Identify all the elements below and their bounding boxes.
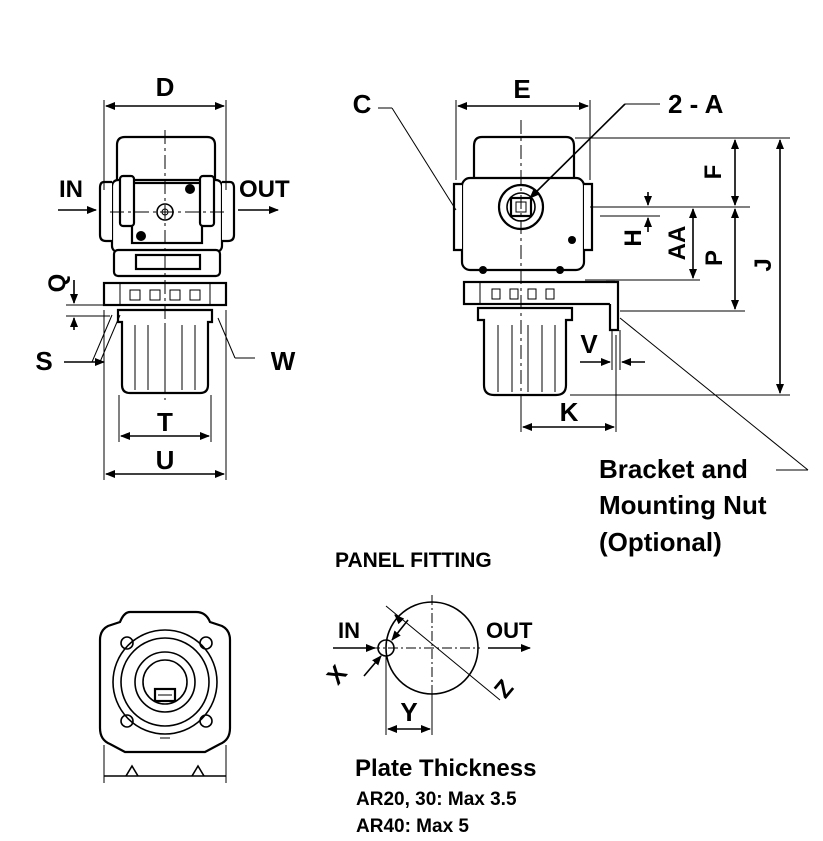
- flow-labels: IN OUT IN OUT: [59, 176, 533, 643]
- label-C: C: [353, 89, 372, 119]
- plate-thickness-title: Plate Thickness: [355, 755, 536, 782]
- label-T: T: [157, 407, 173, 437]
- panel-fitting-view: [333, 595, 531, 735]
- plate-thickness-line-1: AR20, 30: Max 3.5: [356, 789, 517, 810]
- label-F: F: [700, 165, 727, 180]
- label-2-A: 2 - A: [668, 89, 724, 119]
- callout-line-3: (Optional): [599, 527, 722, 557]
- label-J: J: [750, 258, 777, 271]
- bottom-view: [98, 610, 232, 783]
- label-Y: Y: [400, 697, 417, 727]
- label-P: P: [701, 250, 728, 266]
- label-H: H: [620, 229, 647, 246]
- callout-line-2: Mounting Nut: [599, 490, 767, 520]
- label-K: K: [560, 397, 579, 427]
- label-V: V: [580, 329, 598, 359]
- label-Q: Q: [44, 274, 71, 293]
- out-label-front: OUT: [239, 176, 290, 203]
- in-label-front: IN: [59, 176, 83, 203]
- label-S: S: [35, 346, 52, 376]
- in-label-panel: IN: [338, 618, 360, 643]
- bracket-callout: Bracket and Mounting Nut (Optional): [599, 454, 767, 557]
- label-W: W: [271, 346, 296, 376]
- label-U: U: [156, 445, 175, 475]
- panel-fitting-text: PANEL FITTING Plate Thickness AR20, 30: …: [335, 549, 536, 837]
- out-label-panel: OUT: [486, 618, 533, 643]
- label-AA: AA: [664, 226, 691, 261]
- plate-thickness-line-2: AR40: Max 5: [356, 816, 469, 837]
- label-Z: Z: [489, 675, 519, 704]
- side-view: [378, 100, 809, 471]
- label-D: D: [156, 72, 175, 102]
- label-E: E: [513, 74, 530, 104]
- callout-line-1: Bracket and: [599, 454, 748, 484]
- panel-fitting-title: PANEL FITTING: [335, 549, 492, 572]
- label-X: X: [322, 660, 353, 690]
- front-view: [58, 100, 279, 480]
